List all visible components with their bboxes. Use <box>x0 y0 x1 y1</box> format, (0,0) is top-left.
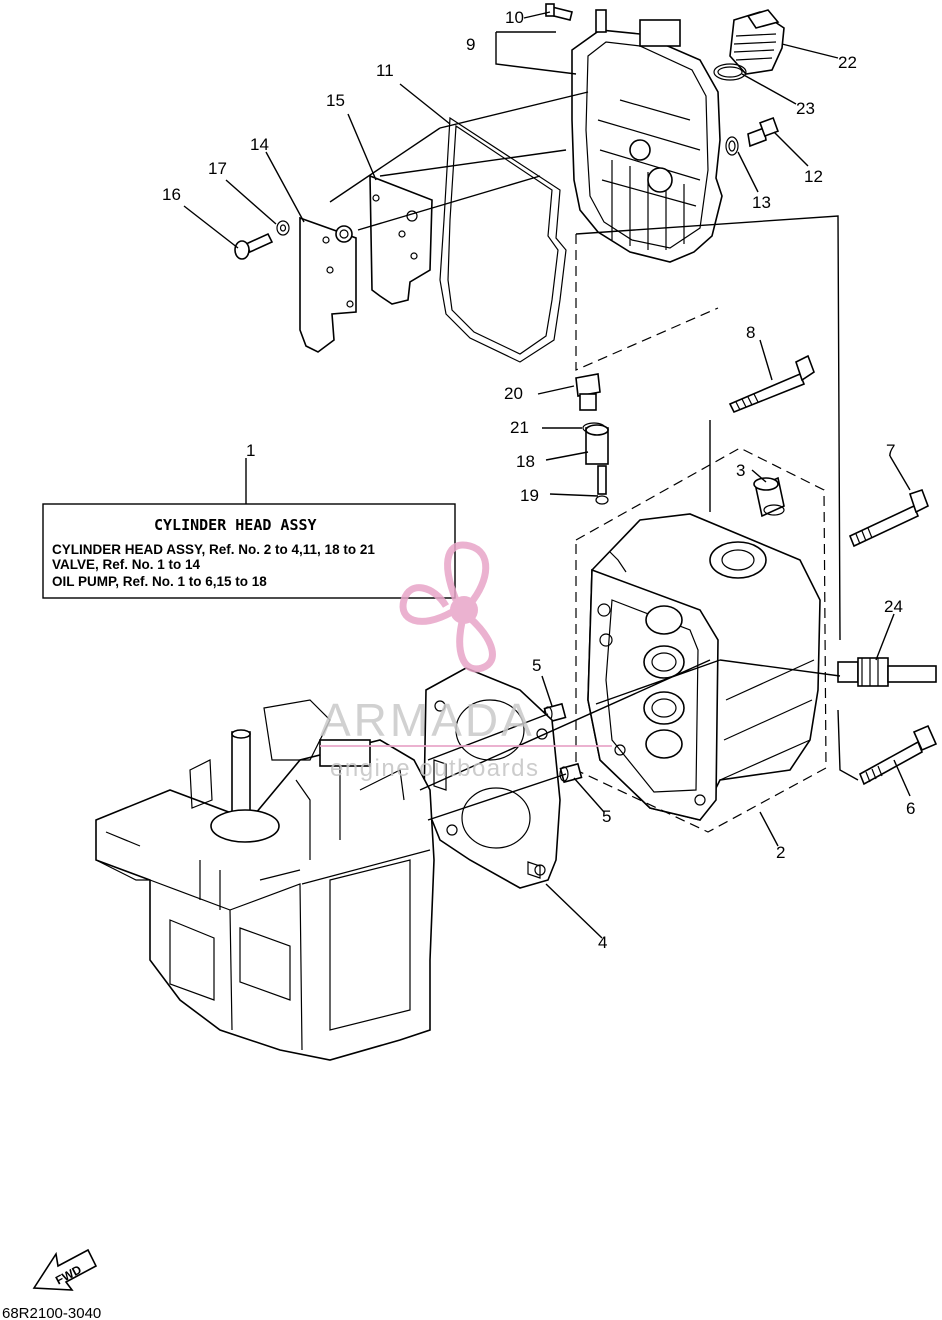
bolt-7-part <box>848 488 930 548</box>
assy-box-line-3: OIL PUMP, Ref. No. 1 to 6,15 to 18 <box>52 574 267 589</box>
callout-14: 14 <box>250 135 269 154</box>
callout-23: 23 <box>796 99 815 118</box>
fwd-arrow-icon: FWD <box>32 1248 98 1291</box>
screw-19-part <box>595 465 609 505</box>
washer-17-part <box>276 220 290 236</box>
callout-8: 8 <box>746 323 755 342</box>
callout-6: 6 <box>906 799 915 818</box>
watermark-tagline: engine outboards <box>330 755 539 782</box>
dowel-pin-5b-part <box>559 762 583 784</box>
bolt-6-part <box>858 724 938 786</box>
callout-24: 24 <box>884 597 903 616</box>
callout-16: 16 <box>162 185 181 204</box>
cover-gasket-11-part <box>439 116 567 363</box>
callout-13: 13 <box>752 193 771 212</box>
diagram-code: 68R2100-3040 <box>2 1305 101 1320</box>
assy-box-line-1: CYLINDER HEAD ASSY, Ref. No. 2 to 4,11, … <box>52 542 375 557</box>
callout-3: 3 <box>736 461 745 480</box>
sleeve-18-part <box>585 424 609 465</box>
washer-13-part <box>725 136 739 156</box>
callout-21: 21 <box>510 418 529 437</box>
logo-hub-icon <box>450 596 478 624</box>
watermark-brand: ARMADA <box>320 694 535 746</box>
callout-4: 4 <box>598 933 607 952</box>
callout-17: 17 <box>208 159 227 178</box>
plate-15-part <box>369 174 433 305</box>
bolt-10-part <box>545 3 573 21</box>
callout-5b: 5 <box>602 807 611 826</box>
propeller-logo-icon <box>399 541 496 673</box>
spark-plug-24-part <box>837 657 937 687</box>
callout-9: 9 <box>466 35 475 54</box>
callout-7: 7 <box>886 441 895 460</box>
screw-16-part <box>234 232 274 260</box>
oil-filler-cap-22-part <box>729 9 785 75</box>
plug-20-part <box>575 373 601 411</box>
watermark: ARMADA engine outboards <box>320 541 612 782</box>
assy-reference-box: CYLINDER HEAD ASSY CYLINDER HEAD ASSY, R… <box>42 503 456 599</box>
assy-box-line-2: VALVE, Ref. No. 1 to 14 <box>52 557 201 572</box>
cylinder-block-part <box>95 699 435 1061</box>
callout-1: 1 <box>246 441 255 460</box>
callout-5a: 5 <box>532 656 541 675</box>
callout-20: 20 <box>504 384 523 403</box>
stud-3-part <box>753 476 785 518</box>
cylinder-head-2-part <box>587 513 821 821</box>
cover-group-frame <box>575 215 841 641</box>
callout-18: 18 <box>516 452 535 471</box>
callout-11: 11 <box>376 61 394 80</box>
bolt-8-part <box>728 354 815 414</box>
callout-19: 19 <box>520 486 539 505</box>
callout-15: 15 <box>326 91 345 110</box>
plate-14-part <box>299 216 357 353</box>
callout-10: 10 <box>505 8 524 27</box>
rocker-cover-part <box>571 9 723 263</box>
callout-22: 22 <box>838 53 857 72</box>
bolt-12-part <box>747 117 779 148</box>
o-ring-23-part <box>713 63 747 81</box>
callout-2: 2 <box>776 843 785 862</box>
assy-box-title: CYLINDER HEAD ASSY <box>154 516 317 534</box>
callout-12: 12 <box>804 167 823 186</box>
